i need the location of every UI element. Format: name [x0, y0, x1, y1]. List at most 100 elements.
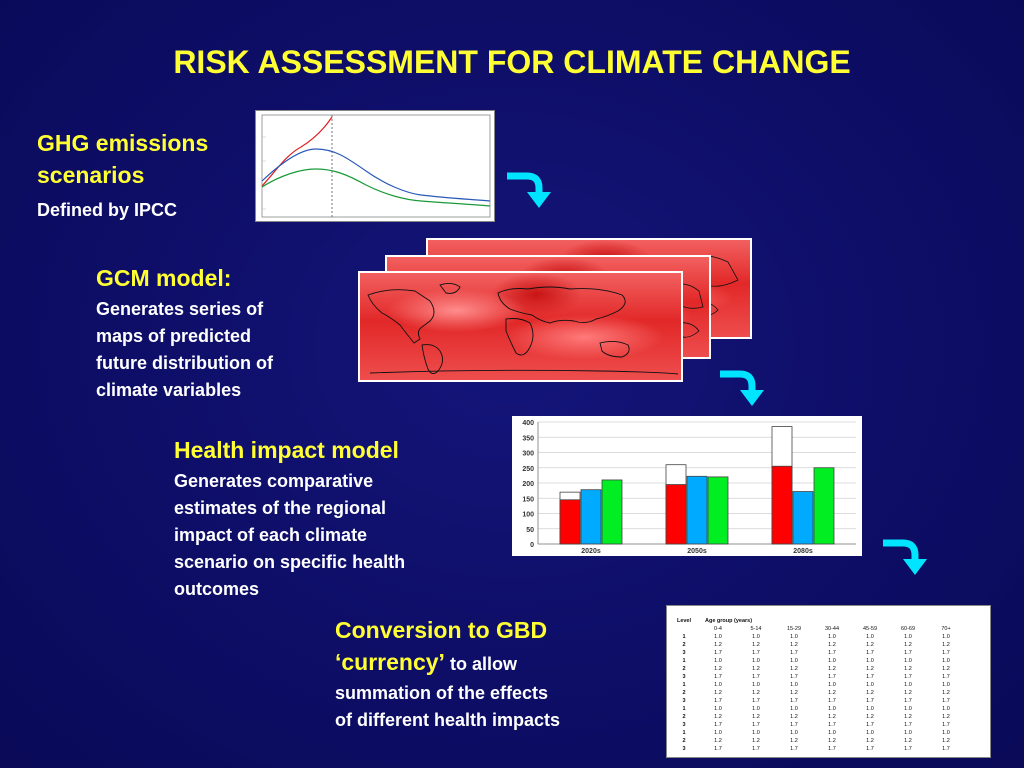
emissions-chart-svg: [261, 114, 491, 218]
step2-body-line: future distribution of: [96, 353, 273, 373]
table-cell: 30-44: [824, 626, 840, 632]
step3-body-line: scenario on specific health: [174, 552, 406, 572]
table-cell: 1.2: [866, 690, 874, 696]
table-cell: 1.2: [904, 714, 912, 720]
gbd-table-panel: Level Age group (years) 0-4 5-14 15-29 30-4…: [666, 605, 991, 758]
table-cell: 1.7: [790, 698, 798, 704]
table-cell: 1.7: [942, 650, 950, 656]
table-cell: 1.0: [714, 682, 722, 688]
table-cell: 1.7: [790, 674, 798, 680]
emissions-chart: [255, 110, 495, 222]
step4-heading-suffix: to allow: [444, 654, 517, 674]
bar: [771, 465, 793, 545]
red-series: [261, 116, 333, 187]
currency-term: ‘currency’: [335, 649, 445, 675]
table-cell: 1.0: [752, 634, 760, 640]
table-cell: 1.0: [828, 658, 836, 664]
table-cell: 1.7: [828, 650, 836, 656]
bar: [686, 475, 708, 545]
step1-heading-line2: scenarios: [37, 162, 145, 188]
table-cell: 1.0: [714, 658, 722, 664]
step2-body: Generates series of maps of predicted fu…: [96, 296, 273, 404]
gbd-table: Level Age group (years) 0-4 5-14 15-29 30-4…: [669, 617, 965, 753]
table-cell: 1.2: [714, 714, 722, 720]
y-tick-label: 250: [522, 466, 534, 473]
table-cell: 1.7: [828, 722, 836, 728]
step4-heading-line2: ‘currency’ to allow: [335, 646, 547, 678]
table-cell: 1.7: [828, 746, 836, 752]
table-cell: 1.7: [714, 722, 722, 728]
table-cell: 1.7: [866, 698, 874, 704]
y-tick-label: 400: [522, 420, 534, 427]
table-cell: 1: [682, 658, 686, 664]
table-cell: 1.7: [866, 650, 874, 656]
table-cell: 1.2: [752, 690, 760, 696]
table-cell: 3: [682, 698, 686, 704]
table-cell: 1.0: [790, 730, 798, 736]
table-cell: 1.0: [714, 706, 722, 712]
table-cell: 1.2: [942, 738, 950, 744]
table-cell: 5-14: [750, 626, 762, 632]
step3-heading: Health impact model: [174, 437, 399, 463]
step2-body-line: climate variables: [96, 380, 242, 400]
table-cell: 1.2: [828, 714, 836, 720]
table-cell: 15-29: [786, 626, 802, 632]
table-cell: 1.2: [752, 666, 760, 672]
y-tick-label: 200: [522, 481, 534, 488]
table-cell: 1.2: [904, 642, 912, 648]
bar: [813, 467, 835, 545]
table-cell: 1.7: [942, 746, 950, 752]
table-cell: 1.2: [828, 642, 836, 648]
step2-heading: GCM model:: [96, 265, 232, 291]
table-cell: 1.0: [828, 682, 836, 688]
table-cell: 1: [682, 634, 686, 640]
table-cell: 1.0: [904, 730, 912, 736]
table-cell: 1.7: [866, 722, 874, 728]
table-cell: 1.2: [942, 666, 950, 672]
table-cell: 1.7: [942, 674, 950, 680]
table-cell: 2: [682, 690, 686, 696]
table-cell: 1.0: [828, 706, 836, 712]
table-cell: 1: [682, 682, 686, 688]
table-cell: 1.2: [714, 738, 722, 744]
y-tick-label: 150: [522, 496, 534, 503]
table-cell: 70+: [941, 626, 951, 632]
step1-body: Defined by IPCC: [37, 200, 178, 220]
table-cell: 1.0: [790, 634, 798, 640]
arrow-3-icon: [883, 539, 927, 575]
table-cell: 1.7: [942, 722, 950, 728]
table-cell: 0-4: [714, 626, 722, 632]
table-cell: 1.7: [904, 746, 912, 752]
table-cell: 1.7: [790, 722, 798, 728]
y-tick-label: 350: [522, 435, 534, 442]
table-cell: 3: [682, 746, 686, 752]
table-cell: 1.2: [866, 738, 874, 744]
table-cell: 3: [682, 650, 686, 656]
table-cell: 1: [682, 706, 686, 712]
step1-heading-line1: GHG emissions: [37, 130, 209, 156]
table-cell: 1.2: [866, 714, 874, 720]
bar: [665, 484, 687, 545]
table-cell: 1.7: [752, 650, 760, 656]
table-cell: 1.0: [904, 634, 912, 640]
bar: [792, 491, 814, 545]
table-header-row: Level Age group (years): [669, 617, 965, 625]
table-cell: 1.7: [904, 698, 912, 704]
x-tick-label: 2080s: [793, 548, 813, 555]
table-cell: 1.2: [790, 690, 798, 696]
table-cell: 1.0: [752, 658, 760, 664]
table-cell: 1.7: [942, 698, 950, 704]
table-cell: 45-59: [862, 626, 878, 632]
step4-body-line: summation of the effects: [335, 683, 549, 703]
table-cell: 1.7: [828, 674, 836, 680]
table-cell: 1: [682, 730, 686, 736]
table-cell: 1.2: [790, 666, 798, 672]
